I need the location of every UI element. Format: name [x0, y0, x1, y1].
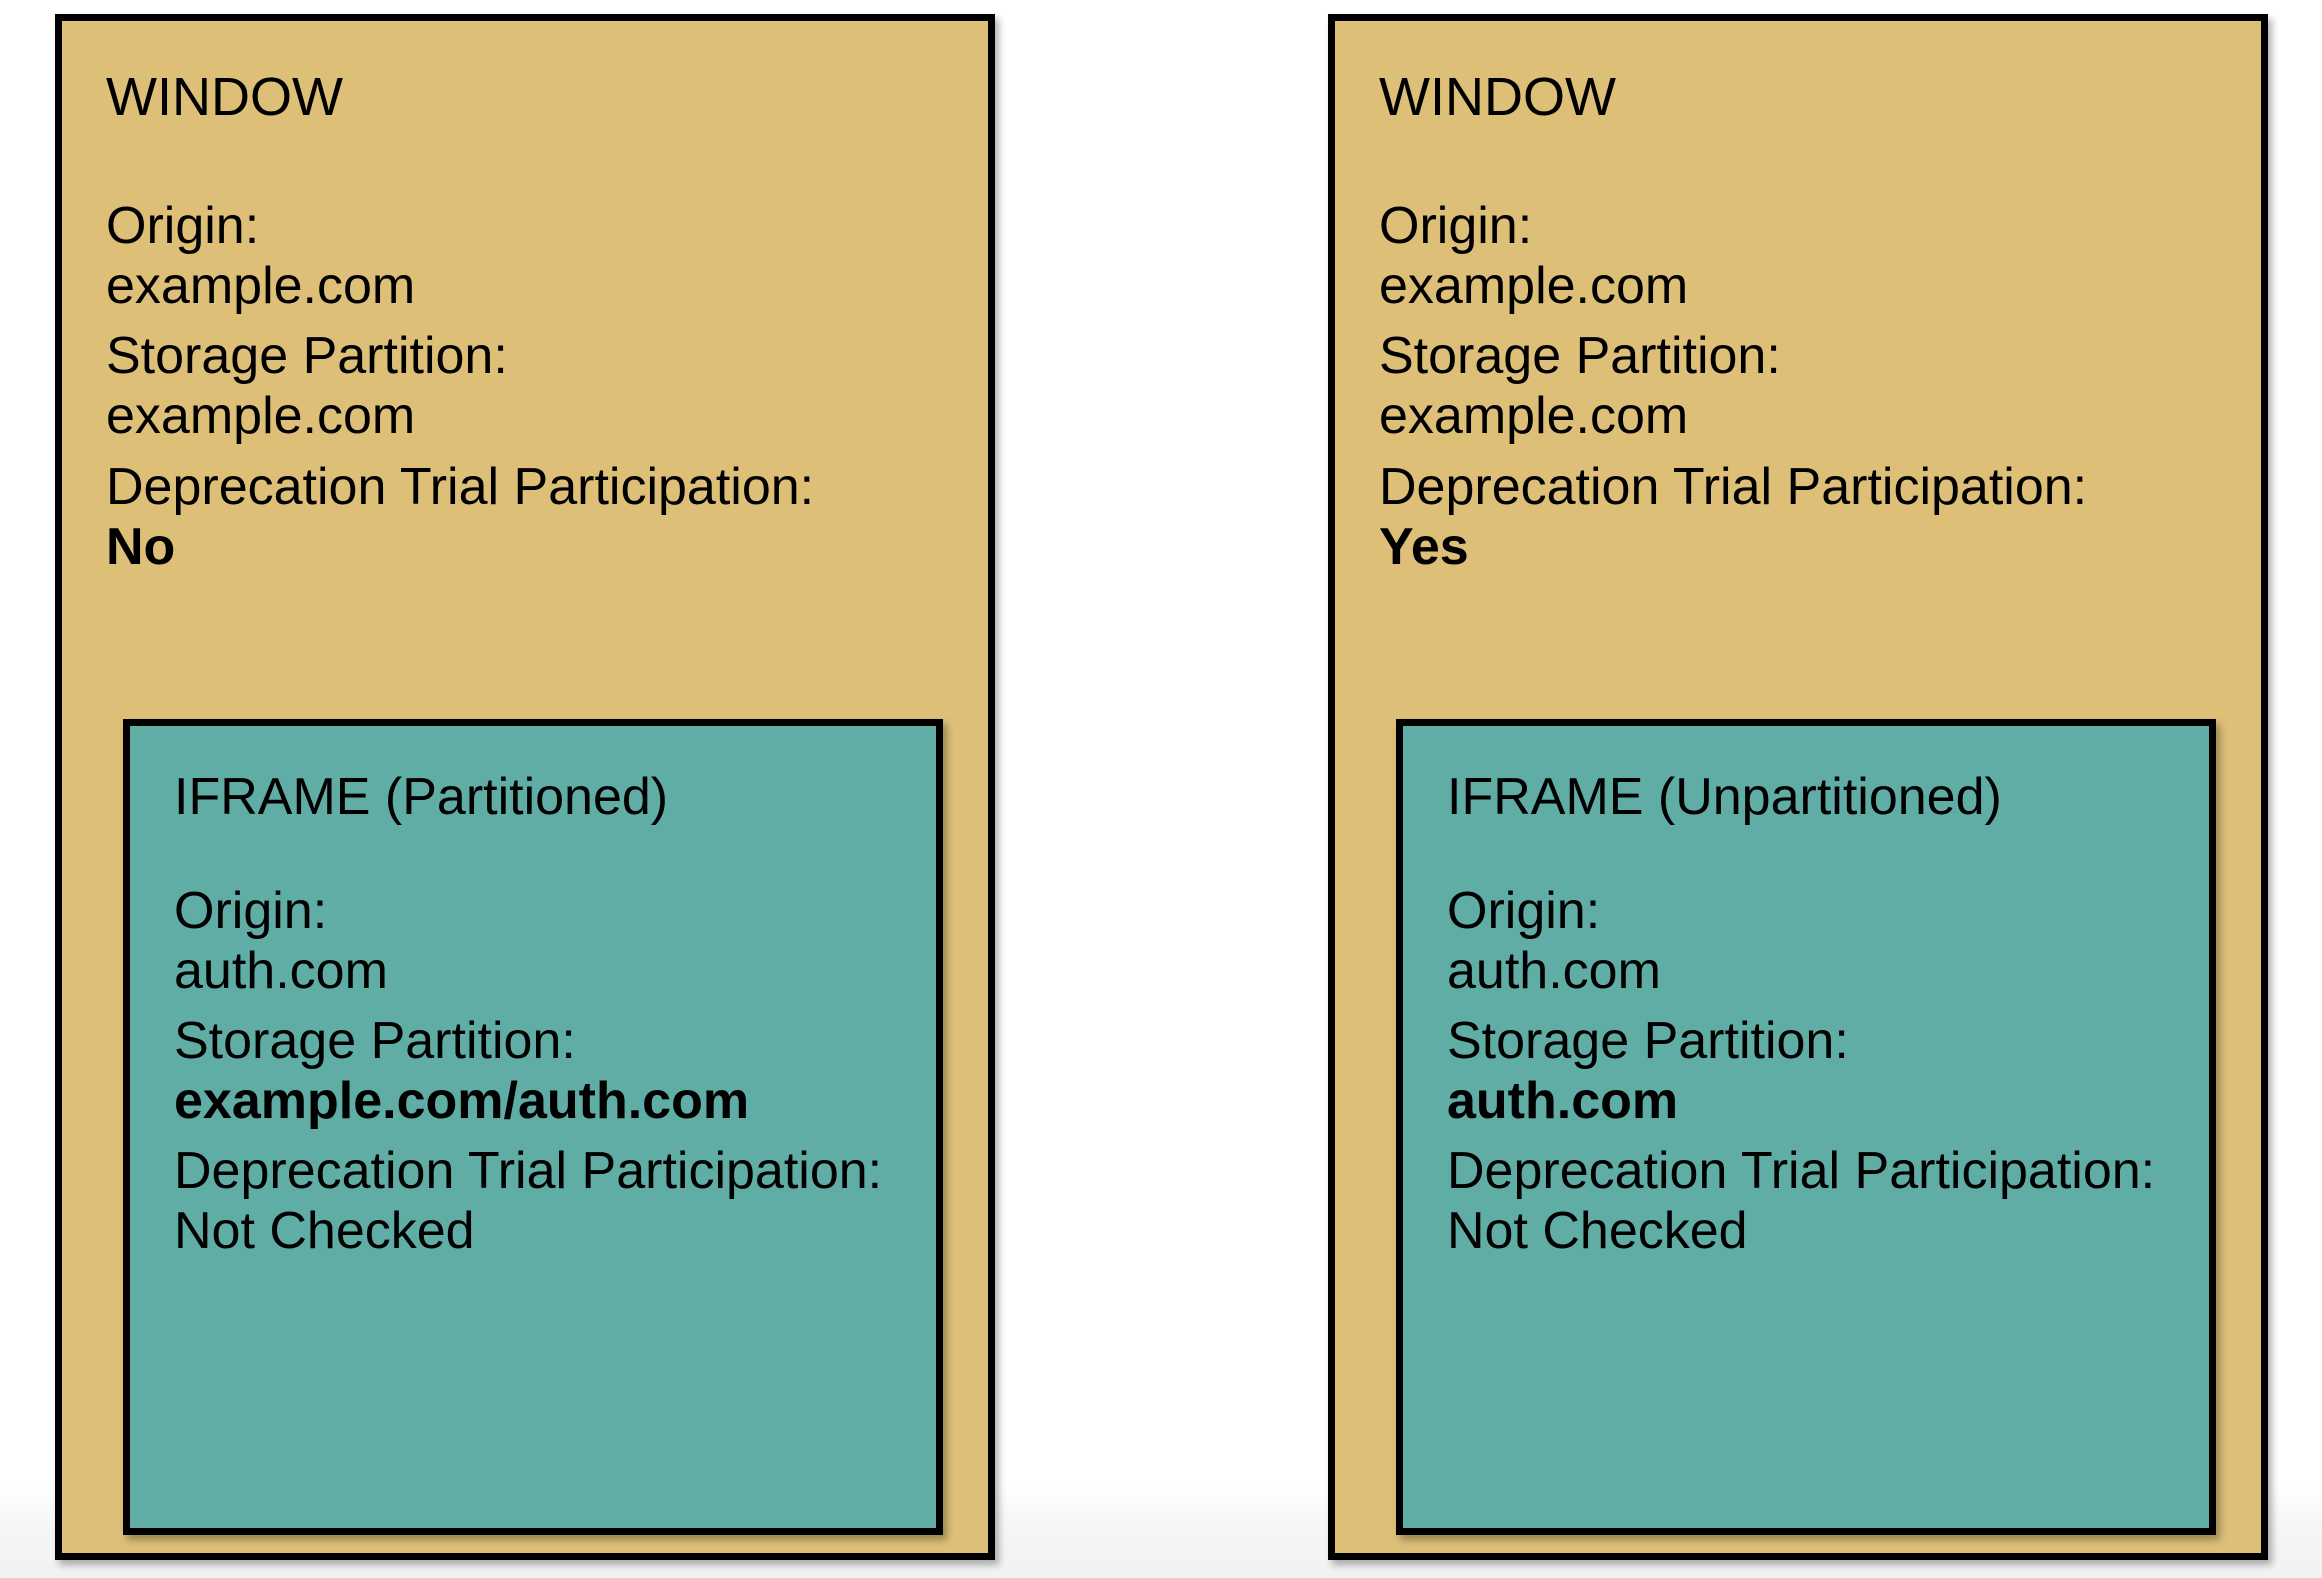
- window-right-trial-field: Deprecation Trial Participation: Yes: [1379, 457, 2087, 578]
- iframe-left-origin-field: Origin: auth.com: [174, 881, 388, 1002]
- iframe-right-origin-label: Origin:: [1447, 882, 1601, 940]
- iframe-left-storage-label: Storage Partition:: [174, 1012, 576, 1070]
- iframe-right-trial-value: Not Checked: [1447, 1202, 1748, 1261]
- window-right-trial-label: Deprecation Trial Participation:: [1379, 458, 2088, 516]
- window-right-origin-field: Origin: example.com: [1379, 196, 1688, 317]
- window-left-storage-field: Storage Partition: example.com: [106, 326, 508, 447]
- window-left-origin-label: Origin:: [106, 197, 260, 255]
- iframe-left-origin-value: auth.com: [174, 942, 388, 1001]
- window-left-trial-label: Deprecation Trial Participation:: [106, 458, 815, 516]
- window-right-origin-value: example.com: [1379, 257, 1689, 316]
- iframe-right-storage-field: Storage Partition: auth.com: [1447, 1011, 1849, 1132]
- iframe-left-trial-value: Not Checked: [174, 1202, 475, 1261]
- iframe-box-right: IFRAME (Unpartitioned) Origin: auth.com …: [1396, 719, 2216, 1535]
- iframe-right-storage-value: auth.com: [1447, 1072, 1679, 1131]
- window-left-trial-field: Deprecation Trial Participation: No: [106, 457, 814, 578]
- iframe-left-trial-label: Deprecation Trial Participation:: [174, 1142, 883, 1200]
- iframe-box-left: IFRAME (Partitioned) Origin: auth.com St…: [123, 719, 943, 1535]
- window-box-right: WINDOW Origin: example.com Storage Parti…: [1328, 14, 2268, 1560]
- window-left-storage-value: example.com: [106, 387, 416, 446]
- window-right-storage-field: Storage Partition: example.com: [1379, 326, 1781, 447]
- iframe-left-storage-value: example.com/auth.com: [174, 1072, 750, 1131]
- iframe-right-trial-label: Deprecation Trial Participation:: [1447, 1142, 2156, 1200]
- iframe-right-storage-label: Storage Partition:: [1447, 1012, 1849, 1070]
- iframe-title-right: IFRAME (Unpartitioned): [1447, 768, 2002, 826]
- window-title-right: WINDOW: [1379, 67, 1616, 127]
- window-right-storage-value: example.com: [1379, 387, 1689, 446]
- iframe-right-trial-field: Deprecation Trial Participation: Not Che…: [1447, 1141, 2155, 1262]
- iframe-left-trial-field: Deprecation Trial Participation: Not Che…: [174, 1141, 882, 1262]
- window-title-left: WINDOW: [106, 67, 343, 127]
- iframe-left-origin-label: Origin:: [174, 882, 328, 940]
- window-right-storage-label: Storage Partition:: [1379, 327, 1781, 385]
- iframe-title-left: IFRAME (Partitioned): [174, 768, 669, 826]
- window-box-left: WINDOW Origin: example.com Storage Parti…: [55, 14, 995, 1560]
- window-right-trial-value: Yes: [1379, 518, 1469, 577]
- window-right-origin-label: Origin:: [1379, 197, 1533, 255]
- iframe-right-origin-field: Origin: auth.com: [1447, 881, 1661, 1002]
- window-left-storage-label: Storage Partition:: [106, 327, 508, 385]
- window-left-origin-value: example.com: [106, 257, 416, 316]
- window-left-origin-field: Origin: example.com: [106, 196, 415, 317]
- window-left-trial-value: No: [106, 518, 176, 577]
- iframe-right-origin-value: auth.com: [1447, 942, 1661, 1001]
- iframe-left-storage-field: Storage Partition: example.com/auth.com: [174, 1011, 749, 1132]
